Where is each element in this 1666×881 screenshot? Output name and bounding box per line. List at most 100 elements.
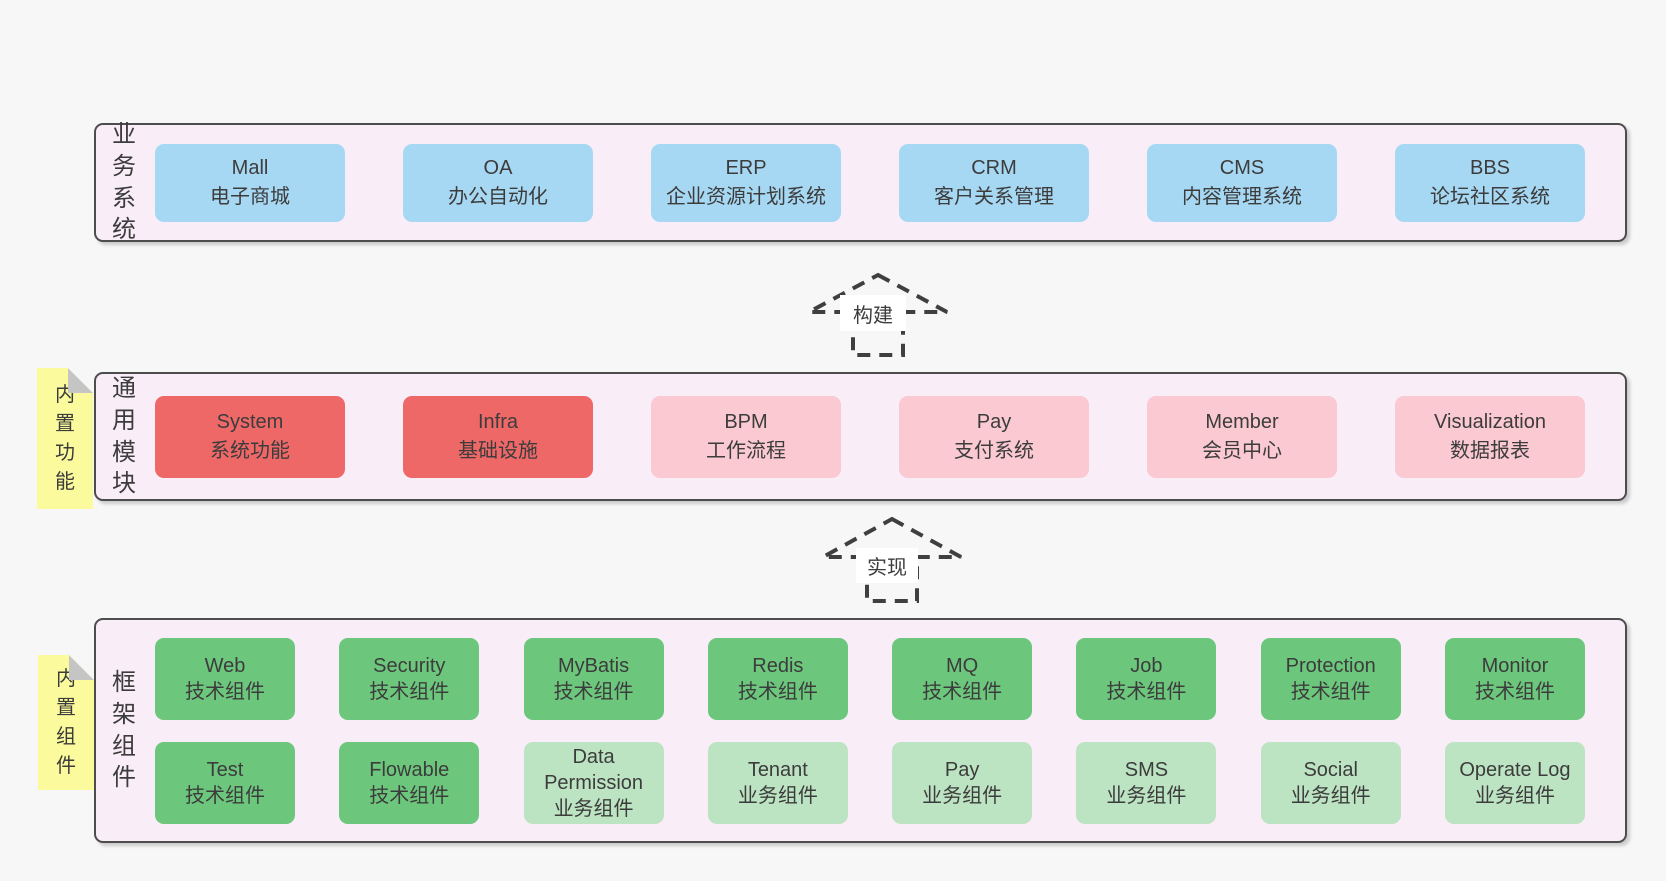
folded-corner-icon — [69, 655, 94, 680]
box-visualization: Visualization 数据报表 — [1395, 395, 1585, 478]
box-subtitle: 技术组件 — [922, 680, 1003, 703]
panel-label-common-modules: 通用模块 — [112, 374, 136, 498]
box-bpm: BPM 工作流程 — [651, 395, 841, 478]
box-title: Pay — [976, 410, 1012, 433]
box-security: Security 技术组件 — [339, 637, 480, 720]
box-title: Visualization — [1434, 410, 1546, 433]
framework-rows: Web 技术组件 Security 技术组件 MyBatis 技术组件 Redi… — [155, 620, 1585, 841]
box-erp: ERP 企业资源计划系统 — [651, 143, 841, 222]
box-member: Member 会员中心 — [1147, 395, 1337, 478]
box-system: System 系统功能 — [155, 395, 345, 478]
box-subtitle: 技术组件 — [737, 680, 818, 703]
box-subtitle: 技术组件 — [369, 784, 450, 807]
business-boxes: Mall 电子商城 OA 办公自动化 ERP 企业资源计划系统 CRM 客户关系… — [155, 125, 1585, 240]
framework-row-1: Web 技术组件 Security 技术组件 MyBatis 技术组件 Redi… — [155, 637, 1585, 720]
box-subtitle: 业务组件 — [922, 784, 1003, 807]
box-redis: Redis 技术组件 — [707, 637, 848, 720]
box-title: Data Permission — [544, 745, 644, 794]
box-operate-log: Operate Log 业务组件 — [1444, 741, 1585, 824]
box-crm: CRM 客户关系管理 — [899, 143, 1089, 222]
panel-label-business-systems: 业务系统 — [112, 120, 136, 244]
box-title: BBS — [1469, 156, 1511, 179]
box-subtitle: 技术组件 — [1474, 680, 1555, 703]
framework-row-2: Test 技术组件 Flowable 技术组件 Data Permission … — [155, 741, 1585, 824]
box-title: Mall — [231, 156, 269, 179]
box-title: Member — [1205, 410, 1279, 433]
box-subtitle: 办公自动化 — [448, 185, 548, 208]
box-flowable: Flowable 技术组件 — [339, 741, 480, 824]
box-title: Tenant — [747, 758, 808, 781]
box-subtitle: 技术组件 — [1290, 680, 1371, 703]
box-subtitle: 技术组件 — [369, 680, 450, 703]
box-subtitle: 业务组件 — [1290, 784, 1371, 807]
box-subtitle: 内容管理系统 — [1182, 185, 1302, 208]
box-title: Flowable — [369, 758, 450, 781]
box-subtitle: 电子商城 — [210, 185, 290, 208]
box-mybatis: MyBatis 技术组件 — [523, 637, 664, 720]
box-data-permission: Data Permission 业务组件 — [523, 741, 664, 824]
up-arrow-icon — [808, 272, 948, 357]
arrow-build — [806, 272, 950, 358]
box-test: Test 技术组件 — [155, 741, 295, 824]
box-subtitle: 技术组件 — [185, 680, 265, 703]
box-title: Redis — [752, 654, 804, 677]
box-mq: MQ 技术组件 — [892, 637, 1033, 720]
tab-built-in-components: 内置组件 — [38, 655, 94, 790]
box-cms: CMS 内容管理系统 — [1147, 143, 1337, 222]
box-infra: Infra 基础设施 — [403, 395, 593, 478]
box-subtitle: 技术组件 — [185, 784, 265, 807]
box-title: Protection — [1285, 654, 1376, 677]
box-tenant: Tenant 业务组件 — [707, 741, 848, 824]
box-title: BPM — [724, 410, 768, 433]
box-title: MyBatis — [558, 654, 630, 677]
box-subtitle: 业务组件 — [1474, 784, 1555, 807]
box-subtitle: 业务组件 — [553, 797, 634, 820]
box-pay-biz: Pay 业务组件 — [892, 741, 1033, 824]
box-subtitle: 支付系统 — [954, 439, 1034, 462]
box-bbs: BBS 论坛社区系统 — [1395, 143, 1585, 222]
box-title: Test — [206, 758, 244, 781]
panel-business-systems: 业务系统 Mall 电子商城 OA 办公自动化 ERP 企业资源计划系统 CRM… — [94, 120, 1627, 244]
box-title: Web — [204, 654, 246, 677]
box-subtitle: 会员中心 — [1202, 439, 1282, 462]
box-oa: OA 办公自动化 — [403, 143, 593, 222]
box-pay: Pay 支付系统 — [899, 395, 1089, 478]
box-title: MQ — [946, 654, 979, 677]
box-title: Operate Log — [1459, 758, 1571, 781]
box-mall: Mall 电子商城 — [155, 143, 345, 222]
box-title: CRM — [971, 156, 1017, 179]
box-subtitle: 业务组件 — [1106, 784, 1187, 807]
box-subtitle: 业务组件 — [737, 784, 818, 807]
box-title: CMS — [1219, 156, 1265, 179]
box-subtitle: 系统功能 — [210, 439, 290, 462]
box-sms: SMS 业务组件 — [1076, 741, 1217, 824]
box-subtitle: 工作流程 — [706, 439, 786, 462]
box-title: Social — [1303, 758, 1358, 781]
arrow-build-label: 构建 — [840, 295, 906, 331]
box-monitor: Monitor 技术组件 — [1444, 637, 1585, 720]
box-title: System — [216, 410, 284, 433]
box-social: Social 业务组件 — [1260, 741, 1401, 824]
box-subtitle: 数据报表 — [1450, 439, 1530, 462]
folded-corner-icon — [68, 368, 93, 393]
arrow-implement-label: 实现 — [856, 548, 918, 583]
box-title: OA — [483, 156, 513, 179]
box-title: ERP — [725, 156, 767, 179]
box-web: Web 技术组件 — [155, 637, 295, 720]
arrow-implement — [820, 516, 964, 604]
box-subtitle: 技术组件 — [1106, 680, 1187, 703]
box-title: Pay — [944, 758, 980, 781]
box-title: Job — [1130, 654, 1163, 677]
tab-built-in-features: 内置功能 — [37, 368, 93, 509]
box-subtitle: 客户关系管理 — [934, 185, 1054, 208]
box-subtitle: 基础设施 — [458, 439, 538, 462]
box-title: Monitor — [1481, 654, 1549, 677]
panel-framework-components: 框架组件 Web 技术组件 Security 技术组件 MyBatis 技术组件… — [94, 618, 1627, 843]
module-boxes: System 系统功能 Infra 基础设施 BPM 工作流程 Pay 支付系统… — [155, 374, 1585, 499]
box-title: Security — [373, 654, 446, 677]
panel-label-framework-components: 框架组件 — [112, 668, 136, 792]
panel-common-modules: 通用模块 System 系统功能 Infra 基础设施 BPM 工作流程 Pay… — [94, 372, 1627, 501]
up-arrow-icon — [822, 516, 962, 603]
box-subtitle: 论坛社区系统 — [1430, 185, 1550, 208]
